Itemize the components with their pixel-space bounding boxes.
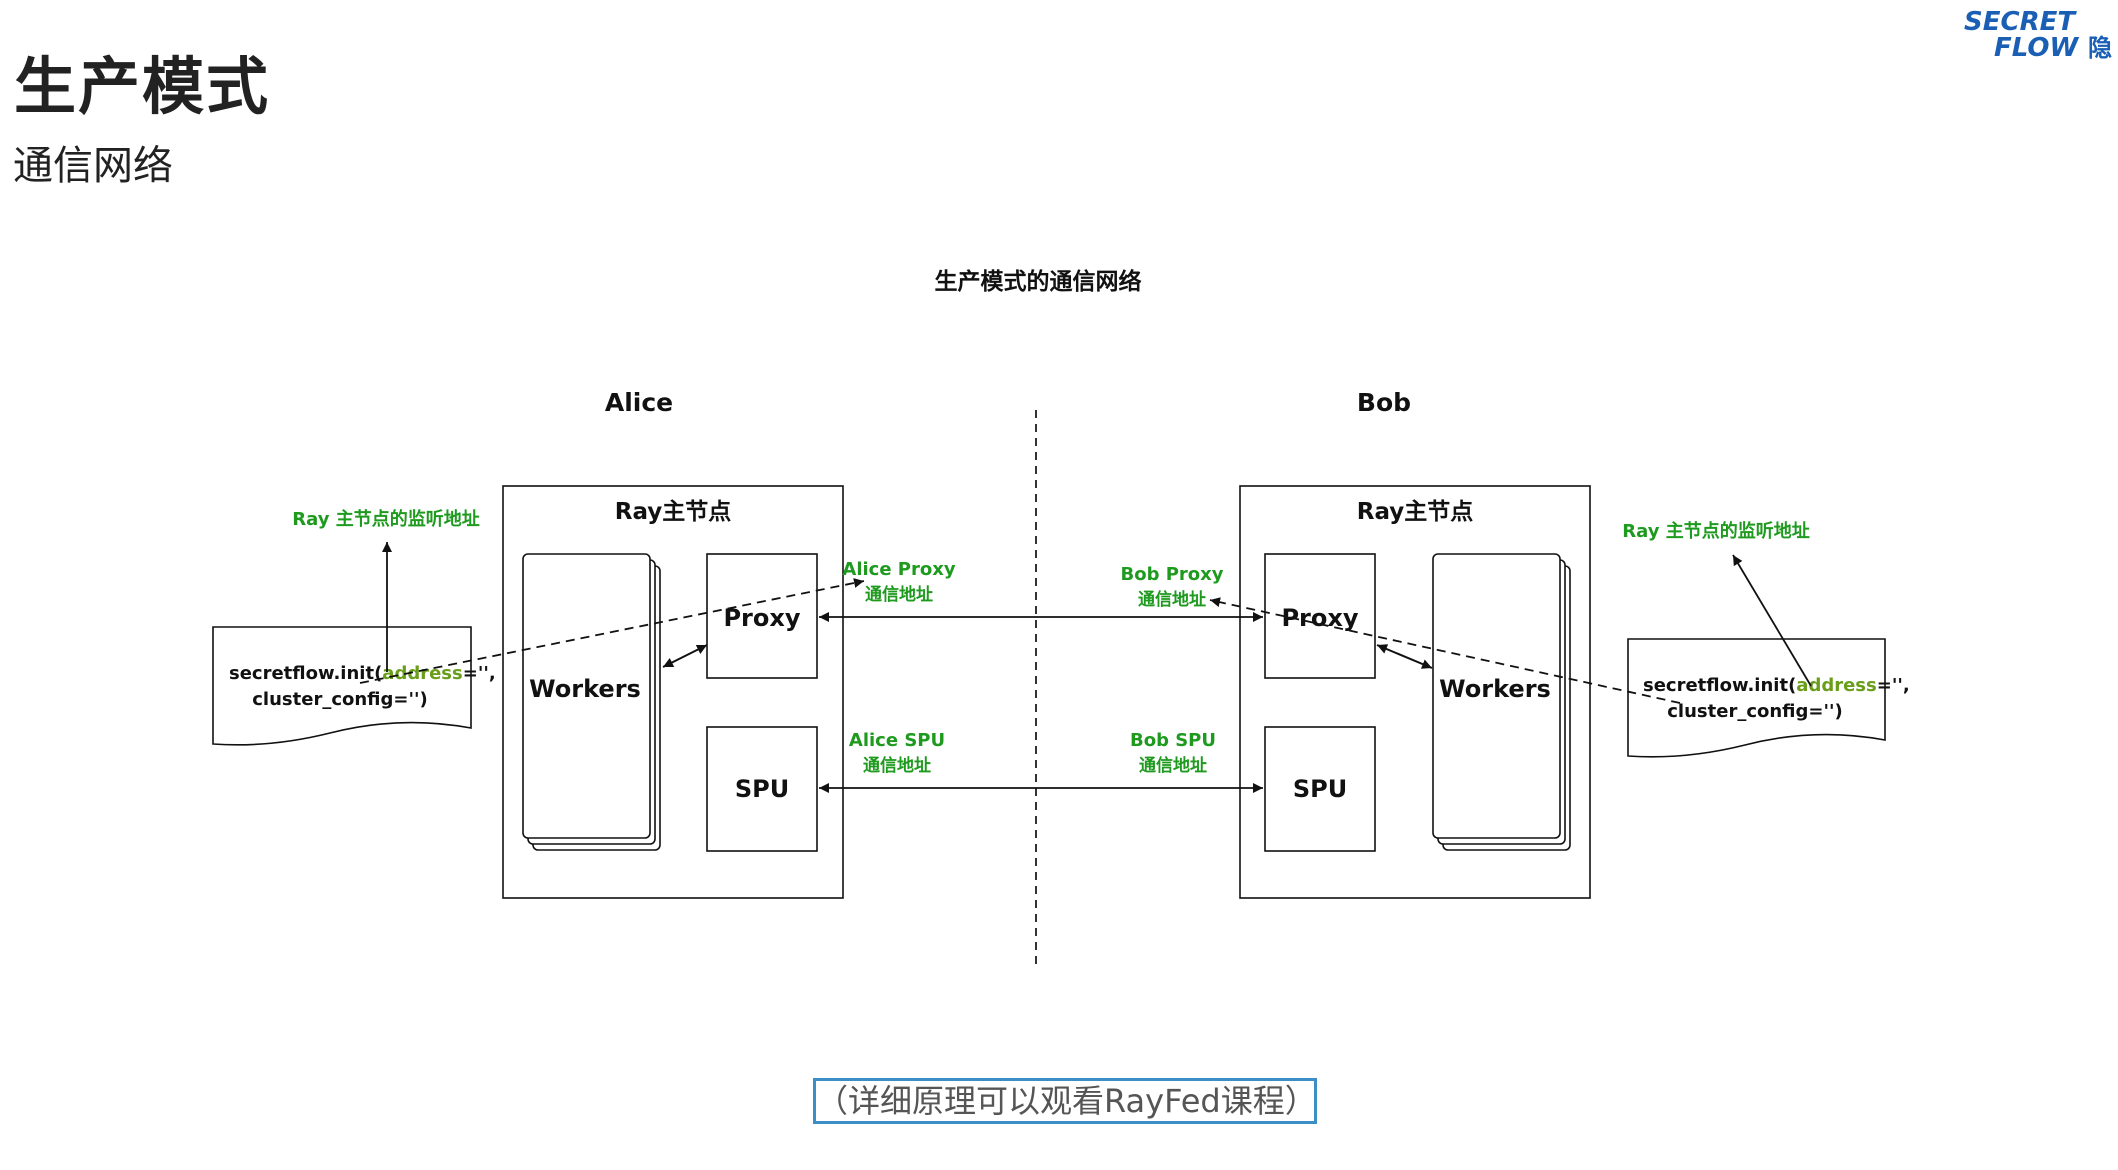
bob-init-document <box>1627 638 1886 758</box>
alice-workers-label: Workers <box>529 675 641 703</box>
bob-proxy-addr-line2: 通信地址 <box>1138 589 1206 610</box>
bob-spu-box <box>1264 726 1376 852</box>
alice-init-suffix: ='', <box>463 663 496 684</box>
alice-listen-label: Ray 主节点的监听地址 <box>292 508 479 530</box>
secretflow-logo: SECRET FLOW 隐 <box>1964 8 2112 60</box>
bob-workers-label: Workers <box>1439 675 1551 703</box>
alice-spu-addr-line2: 通信地址 <box>863 755 931 776</box>
bob-ray-node-title: Ray主节点 <box>1357 499 1474 525</box>
bob-workers <box>1432 553 1571 851</box>
bob-ray-node <box>1239 485 1591 899</box>
bob-proxy-workers-link <box>1376 644 1433 669</box>
footer-note: （详细原理可以观看RayFed课程） <box>813 1078 1317 1124</box>
bob-init-suffix: ='', <box>1877 675 1910 696</box>
logo-suffix: 隐 <box>2088 34 2112 60</box>
bob-init-address: address <box>1796 675 1876 696</box>
bob-spu-label: SPU <box>1293 775 1347 803</box>
alice-label: Alice <box>605 388 673 417</box>
bob-label: Bob <box>1357 388 1411 417</box>
logo-line1: SECRET <box>1964 8 2077 37</box>
page-subtitle: 通信网络 <box>13 143 173 189</box>
alice-proxy-address-link <box>359 578 865 684</box>
bob-listen-label: Ray 主节点的监听地址 <box>1622 520 1809 542</box>
bob-init-prefix: secretflow.init( <box>1643 675 1796 696</box>
alice-ray-node-title: Ray主节点 <box>615 499 732 525</box>
bob-init-line2: cluster_config='') <box>1667 701 1842 722</box>
diagram-title: 生产模式的通信网络 <box>935 268 1142 295</box>
alice-proxy-addr-line1: Alice Proxy <box>842 559 955 580</box>
alice-spu-label: SPU <box>735 775 789 803</box>
alice-spu-box <box>706 726 818 852</box>
alice-init-line1: secretflow.init(address='', <box>229 663 496 684</box>
page-title: 生产模式 <box>14 50 271 123</box>
alice-init-prefix: secretflow.init( <box>229 663 382 684</box>
alice-ray-node <box>502 485 844 899</box>
bob-spu-addr-line1: Bob SPU <box>1130 730 1216 751</box>
bob-init-line1: secretflow.init(address='', <box>1643 675 1910 696</box>
bob-proxy-addr-line1: Bob Proxy <box>1120 564 1223 585</box>
bob-spu-addr-line2: 通信地址 <box>1139 755 1207 776</box>
bob-listen-arrow <box>1732 554 1812 687</box>
alice-init-address: address <box>382 663 462 684</box>
alice-proxy-addr-line2: 通信地址 <box>865 584 933 605</box>
logo-line2: FLOW <box>1994 33 2080 60</box>
bob-proxy-address-link <box>1209 597 1681 704</box>
alice-workers-proxy-link <box>662 644 708 668</box>
alice-proxy-label: Proxy <box>723 604 800 632</box>
alice-workers <box>522 553 661 851</box>
alice-spu-addr-line1: Alice SPU <box>849 730 945 751</box>
alice-init-line2: cluster_config='') <box>252 689 427 710</box>
alice-proxy-box <box>706 553 818 679</box>
alice-init-document <box>212 626 472 746</box>
